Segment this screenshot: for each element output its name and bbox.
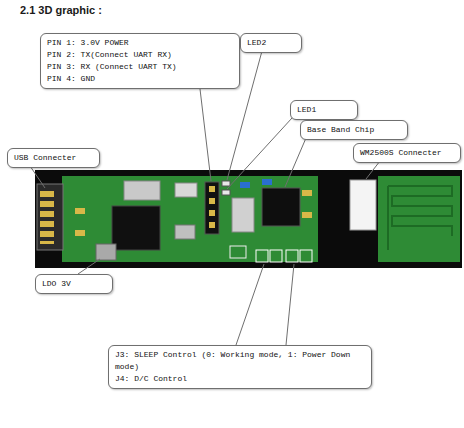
callout-text: PIN 3: RX (Connect UART TX) [47, 61, 233, 73]
section-title: 2.1 3D graphic : [20, 4, 102, 16]
leader-lines [30, 51, 380, 345]
led [222, 190, 230, 195]
component [175, 183, 197, 197]
leader-line [78, 259, 100, 274]
smd-part [240, 182, 250, 188]
leader-line [285, 138, 306, 187]
antenna-trace [387, 186, 389, 250]
callout-text: LED2 [247, 37, 295, 49]
chip-callout: Base Band Chip [300, 120, 408, 140]
callout-text: WM2500S Connecter [360, 147, 454, 159]
callout-text: Base Band Chip [307, 124, 401, 136]
smd-part [302, 190, 312, 196]
leader-line [227, 118, 292, 189]
callout-text: PIN 1: 3.0V POWER [47, 37, 233, 49]
connector-callout: USB Connecter [7, 148, 100, 168]
wm2500s-connector [350, 180, 376, 230]
ldo-callout: LDO 3V [35, 274, 113, 294]
header-pin [209, 186, 215, 192]
callout-text: J3: SLEEP Control (0: Working mode, 1: P… [115, 349, 365, 373]
callout-text: PIN 2: TX(Connect UART RX) [47, 49, 233, 61]
smd-part [262, 179, 272, 185]
crystal [124, 181, 160, 200]
callout-text: PIN 4: GND [47, 73, 233, 85]
connector-callout: WM2500S Connecter [353, 143, 461, 163]
led [222, 181, 230, 186]
led-callout: LED1 [290, 100, 358, 120]
header-pin [209, 198, 215, 204]
component [175, 225, 195, 239]
leader-line [236, 264, 264, 345]
callout-text: J4: D/C Control [115, 373, 365, 385]
leader-line [366, 161, 380, 179]
jumper-j3 [270, 250, 282, 262]
leader-line [30, 166, 45, 188]
led-callout: LED2 [240, 33, 302, 53]
callout-text: LDO 3V [42, 278, 106, 290]
jumper-j4 [300, 250, 312, 262]
leader-line [200, 89, 211, 181]
jumper-j3 [256, 250, 268, 262]
pin-callout: PIN 1: 3.0V POWERPIN 2: TX(Connect UART … [40, 33, 240, 89]
callout-text: LED1 [297, 104, 351, 116]
smd-part [302, 212, 312, 218]
usb-pins [40, 190, 54, 244]
connector-area [318, 176, 378, 262]
header-pin [209, 222, 215, 228]
baseband-chip [262, 188, 300, 226]
usb-connector [37, 184, 63, 250]
uart-chip [112, 206, 160, 250]
callout-text: USB Connecter [14, 152, 93, 164]
component [232, 198, 254, 232]
smd-part [75, 230, 85, 236]
pin-header [205, 182, 219, 234]
antenna-trace [388, 186, 452, 236]
ldo-regulator [96, 244, 116, 260]
smd-part [75, 208, 85, 214]
pad [230, 246, 246, 258]
header-pin [209, 210, 215, 216]
board-frame [35, 170, 462, 268]
leader-line [286, 264, 294, 345]
pcb-board [62, 176, 460, 262]
jumper-j4 [286, 250, 298, 262]
jumper-callout: J3: SLEEP Control (0: Working mode, 1: P… [108, 345, 372, 389]
